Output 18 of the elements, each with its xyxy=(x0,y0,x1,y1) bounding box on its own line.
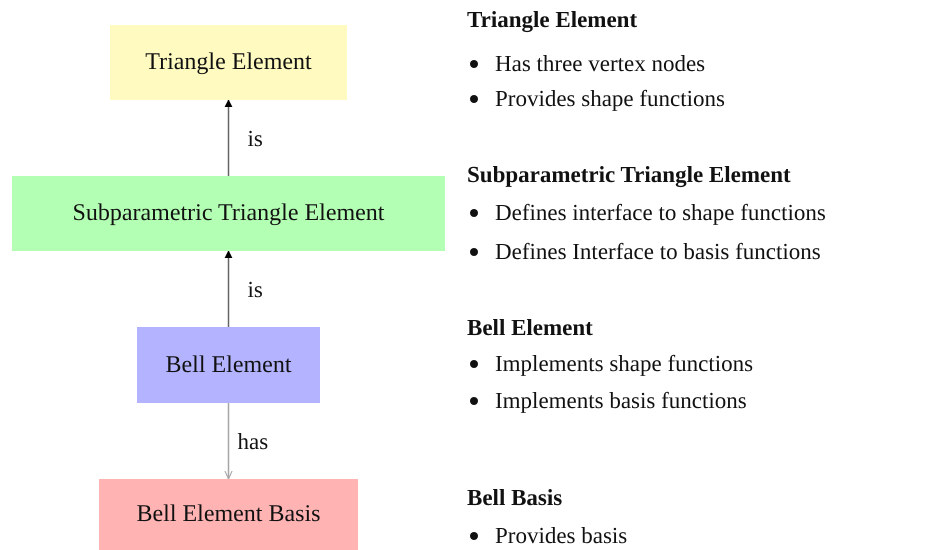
list-item-text: Has three vertex nodes xyxy=(495,52,706,75)
section-heading: Bell Element xyxy=(467,316,593,339)
list-item-text: Implements shape functions xyxy=(495,352,754,375)
section-heading: Subparametric Triangle Element xyxy=(467,163,791,186)
arrow xyxy=(224,250,232,327)
section-heading: Triangle Element xyxy=(467,8,638,31)
section-heading: Bell Basis xyxy=(467,486,562,509)
class-box: Bell Element xyxy=(137,327,320,403)
arrow xyxy=(224,403,233,480)
list-item-text: Provides basis xyxy=(495,524,628,547)
list-item-text: Implements basis functions xyxy=(495,389,747,412)
class-box: Bell Element Basis xyxy=(99,479,358,550)
list-item-text: Provides shape functions xyxy=(495,87,725,110)
list-item-text: Defines Interface to basis functions xyxy=(495,240,821,263)
arrow xyxy=(224,99,232,176)
class-box: Triangle Element xyxy=(110,25,347,100)
class-box: Subparametric Triangle Element xyxy=(12,176,445,251)
list-item-text: Defines interface to shape functions xyxy=(495,201,826,224)
